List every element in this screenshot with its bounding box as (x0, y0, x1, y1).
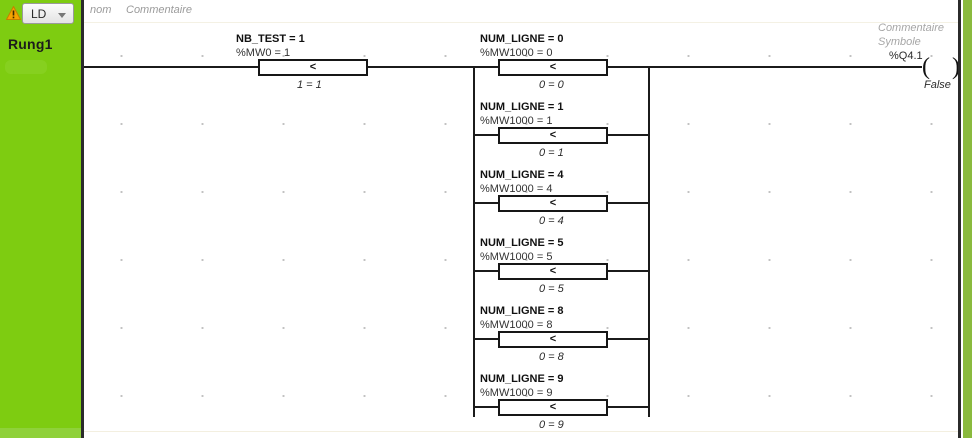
header-col-name: nom (90, 4, 112, 16)
gutter-bottom-strip (0, 428, 81, 438)
compare-operator-2: < (549, 197, 557, 209)
rung-title: Rung1 (8, 36, 53, 52)
branch-wire-right-2 (608, 202, 649, 204)
branch-wire-left-1 (473, 134, 498, 136)
contact-address-main: %MW0 = 1 (236, 47, 291, 59)
warning-triangle-icon (5, 5, 22, 20)
branch-wire-left-0 (473, 66, 498, 68)
branch-wire-right-4 (608, 338, 649, 340)
language-select-value: LD (31, 7, 47, 21)
branch-bus-left (473, 66, 475, 417)
branch-wire-left-3 (473, 270, 498, 272)
branch-name-1: NUM_LIGNE = 1 (480, 101, 564, 113)
compare-operator-main: < (309, 61, 317, 73)
branch-wire-right-5 (608, 406, 649, 408)
contact-name-main: NB_TEST = 1 (236, 33, 305, 45)
compare-operator-0: < (549, 61, 557, 73)
branch-address-4: %MW1000 = 8 (480, 319, 553, 331)
compare-operator-3: < (549, 265, 557, 277)
branch-name-5: NUM_LIGNE = 9 (480, 373, 564, 385)
branch-evaluation-0: 0 = 0 (539, 79, 564, 91)
coil-address: %Q4.1 (889, 50, 923, 62)
compare-block-3[interactable]: < (498, 263, 608, 280)
branch-wire-left-2 (473, 202, 498, 204)
branch-name-0: NUM_LIGNE = 0 (480, 33, 564, 45)
compare-block-5[interactable]: < (498, 399, 608, 416)
branch-address-5: %MW1000 = 9 (480, 387, 553, 399)
branch-name-3: NUM_LIGNE = 5 (480, 237, 564, 249)
compare-operator-4: < (549, 333, 557, 345)
branch-name-4: NUM_LIGNE = 8 (480, 305, 564, 317)
right-edge-strip (963, 0, 972, 438)
header-separator (84, 22, 958, 23)
rung-collapse-button[interactable] (5, 60, 47, 74)
column-header-row: nom Commentaire (84, 0, 958, 23)
coil-symbol: Symbole (878, 36, 921, 48)
coil-close-paren-icon: ) (952, 55, 958, 79)
chevron-down-icon (58, 13, 66, 18)
contact-evaluation-main: 1 = 1 (297, 79, 322, 91)
compare-block-4[interactable]: < (498, 331, 608, 348)
compare-block-0[interactable]: < (498, 59, 608, 76)
branch-evaluation-5: 0 = 9 (539, 419, 564, 431)
branch-address-0: %MW1000 = 0 (480, 47, 553, 59)
branch-wire-right-3 (608, 270, 649, 272)
compare-block-main[interactable]: < (258, 59, 368, 76)
ladder-canvas[interactable]: nom Commentaire NB_TEST = 1 %MW0 = 1 < 1… (84, 0, 958, 438)
branch-wire-left-5 (473, 406, 498, 408)
language-select[interactable]: LD (22, 3, 74, 24)
compare-block-1[interactable]: < (498, 127, 608, 144)
branch-bus-right (648, 66, 650, 417)
branch-name-2: NUM_LIGNE = 4 (480, 169, 564, 181)
branch-wire-left-4 (473, 338, 498, 340)
branch-evaluation-3: 0 = 5 (539, 283, 564, 295)
compare-block-2[interactable]: < (498, 195, 608, 212)
branch-evaluation-4: 0 = 8 (539, 351, 564, 363)
branch-wire-right-1 (608, 134, 649, 136)
branch-evaluation-1: 0 = 1 (539, 147, 564, 159)
output-coil[interactable]: ( ) (922, 54, 958, 80)
compare-operator-5: < (549, 401, 557, 413)
branch-address-1: %MW1000 = 1 (480, 115, 553, 127)
branch-address-2: %MW1000 = 4 (480, 183, 553, 195)
wire-contact-to-branch (368, 66, 473, 68)
coil-state: False (924, 79, 951, 91)
rung-gutter: LD Rung1 (0, 0, 81, 438)
wire-rail-to-contact (84, 66, 258, 68)
branch-wire-right-0 (608, 66, 649, 68)
coil-open-paren-icon: ( (922, 54, 930, 80)
branch-address-3: %MW1000 = 5 (480, 251, 553, 263)
compare-operator-1: < (549, 129, 557, 141)
wire-branch-to-coil (608, 66, 922, 68)
header-col-comment: Commentaire (126, 4, 193, 16)
right-power-rail (958, 0, 961, 438)
bottom-separator (84, 431, 958, 432)
branch-evaluation-2: 0 = 4 (539, 215, 564, 227)
left-power-rail (81, 0, 84, 438)
coil-comment: Commentaire (878, 22, 945, 34)
right-gap (961, 0, 963, 438)
